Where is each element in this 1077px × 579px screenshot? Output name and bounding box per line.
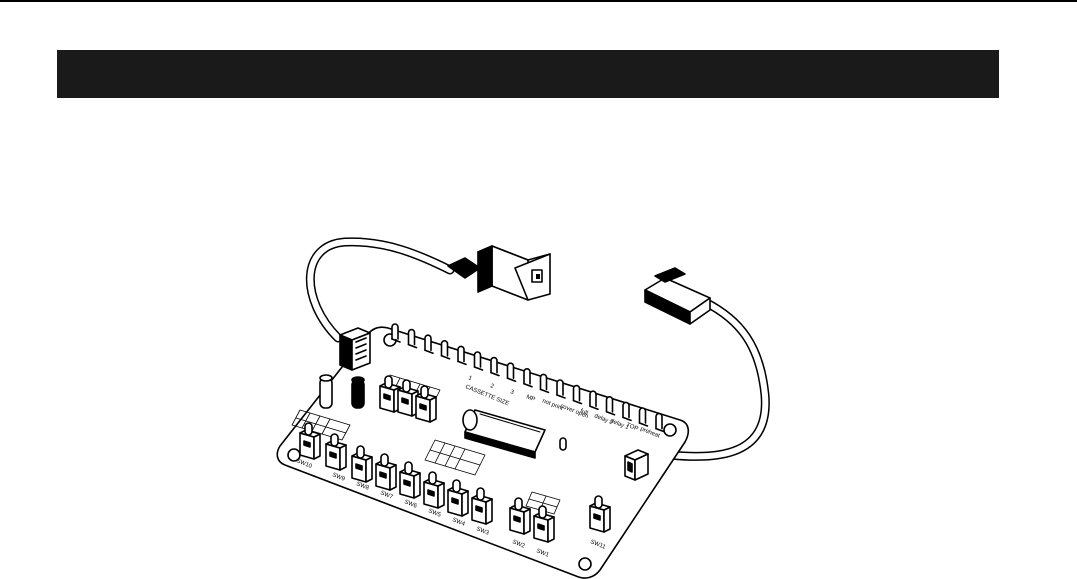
board-header-right [624, 449, 649, 481]
dip-switch-10 [533, 505, 555, 543]
switch-labels: SW10 SW9 SW8 SW7 SW6 SW5 SW4 SW3 SW2 SW1… [295, 458, 607, 559]
switch-label-sw4: SW4 [451, 517, 466, 528]
dip-switch-2 [325, 433, 347, 471]
dip-switch-11 [589, 495, 611, 533]
dip-switch-7 [447, 479, 469, 517]
led-9 [523, 368, 533, 388]
header-band [57, 50, 999, 98]
led-5 [457, 345, 467, 366]
led-row [391, 323, 665, 433]
switch-label-sw2: SW2 [511, 539, 526, 550]
led-4 [440, 340, 451, 360]
right-connector [644, 267, 711, 325]
switch-label-sw1: SW1 [535, 548, 550, 559]
led-label-2: 2 [489, 383, 495, 390]
dip-switch-6 [423, 471, 445, 509]
led-label-top: TOP [625, 422, 639, 432]
switch-row [299, 375, 611, 543]
switch-label-sw9: SW9 [331, 472, 346, 483]
switch-label-sw10: SW10 [295, 458, 313, 470]
led-label-mp: MP [525, 394, 536, 403]
dip-switch-5 [399, 461, 421, 499]
led-12 [572, 384, 583, 405]
top-rule [0, 0, 1077, 2]
left-cable [305, 237, 455, 343]
dip-switch-3 [351, 445, 373, 483]
dip-switch-9 [509, 497, 531, 535]
led-label-3: 3 [509, 389, 515, 396]
dip-switch-4 [375, 453, 397, 491]
led-8 [506, 362, 517, 382]
capacitors [319, 374, 567, 451]
ic-chip [462, 409, 546, 459]
led-3 [424, 334, 434, 354]
switch-label-sw3: SW3 [475, 526, 490, 537]
led-7 [490, 356, 500, 377]
led-2 [407, 328, 418, 349]
switch-label-sw7: SW7 [379, 490, 394, 501]
switch-label-sw11: SW11 [589, 539, 607, 551]
switch-label-sw6: SW6 [403, 499, 418, 510]
led-6 [473, 351, 484, 371]
led-13 [589, 390, 599, 410]
left-connector [447, 245, 551, 301]
led-label-full: full [579, 408, 588, 416]
dip-switch-8 [471, 487, 493, 525]
led-label-1: 1 [467, 375, 473, 382]
led-1 [391, 323, 401, 343]
switch-label-sw5: SW5 [427, 508, 442, 519]
circuit-board-illustration: 1 2 3 MP not print cover open full delay… [260, 230, 820, 579]
led-11 [556, 379, 566, 399]
led-14 [605, 396, 616, 416]
dip-switch-1 [299, 422, 321, 460]
led-15 [622, 401, 632, 422]
dip-switch-14 [415, 385, 437, 423]
switch-label-sw8: SW8 [355, 481, 370, 492]
led-10 [539, 373, 550, 394]
board-header-left [339, 327, 371, 371]
led-16 [638, 407, 649, 427]
led-17 [655, 412, 665, 433]
